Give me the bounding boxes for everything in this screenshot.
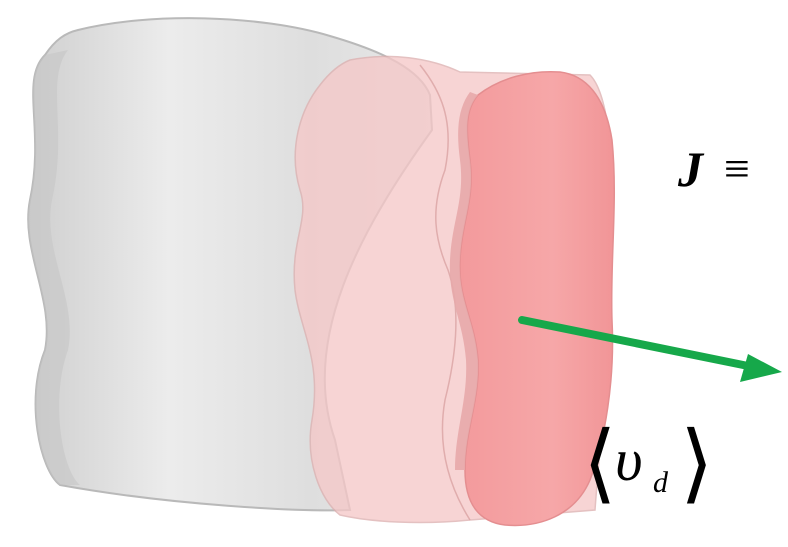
charge-volume-back-face — [419, 64, 471, 521]
wire-left-edge-shading — [28, 50, 80, 485]
drift-velocity-open-bracket: ⟨ — [583, 415, 617, 511]
identity-symbol: ≡ — [724, 143, 750, 194]
drift-velocity-arrowhead — [740, 354, 782, 382]
current-density-symbol: J — [677, 141, 705, 197]
cross-section-face — [459, 70, 616, 527]
drift-velocity-subscript: d — [653, 466, 669, 499]
drift-velocity-close-bracket: ⟩ — [680, 415, 714, 511]
drift-velocity-arrow — [518, 316, 762, 372]
cross-section-edge — [449, 92, 479, 470]
drift-velocity-symbol: υ — [615, 427, 643, 493]
